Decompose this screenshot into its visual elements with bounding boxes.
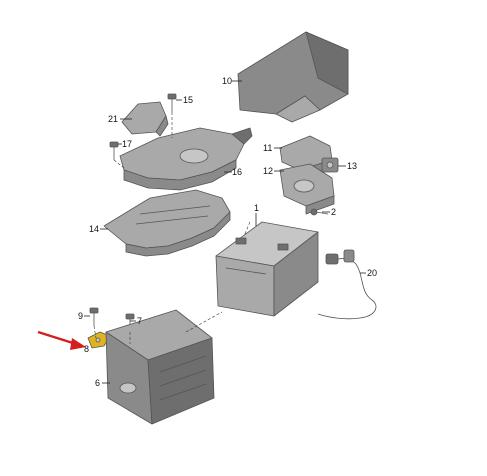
screw-2[interactable] <box>310 208 329 216</box>
assembly-lines <box>93 112 251 344</box>
small-upper-cover[interactable] <box>121 101 169 137</box>
battery-cover-sheet[interactable] <box>237 31 349 123</box>
battery-tray[interactable] <box>105 309 215 425</box>
callout-12: 12 <box>263 166 273 176</box>
callout-8: 8 <box>84 344 89 354</box>
highlight-arrow <box>37 330 86 350</box>
upper-bracket-cover[interactable] <box>119 127 253 191</box>
callout-11: 11 <box>263 143 272 153</box>
callout-21: 21 <box>108 114 118 124</box>
callout-17: 17 <box>122 139 132 149</box>
battery[interactable] <box>215 221 319 317</box>
bolt-15[interactable] <box>167 93 177 112</box>
connector-13[interactable] <box>321 157 339 173</box>
callout-1: 1 <box>254 203 259 213</box>
callout-6: 6 <box>95 378 100 388</box>
callout-10: 10 <box>222 76 232 86</box>
leader-lines <box>84 80 366 384</box>
cable-harness[interactable] <box>317 249 377 320</box>
bolt-9[interactable] <box>89 307 99 326</box>
callout-14: 14 <box>89 224 99 234</box>
callout-labels: 10 15 21 17 11 13 16 12 2 1 14 20 9 7 8 … <box>78 76 377 388</box>
heat-shield-tray[interactable] <box>103 189 231 257</box>
callout-7: 7 <box>137 316 142 326</box>
bolt-17[interactable] <box>109 141 119 160</box>
callout-2: 2 <box>331 207 336 217</box>
callout-20: 20 <box>367 268 377 278</box>
callout-15: 15 <box>183 95 193 105</box>
callout-16: 16 <box>232 167 242 177</box>
callout-9: 9 <box>78 311 83 321</box>
callout-13: 13 <box>347 161 357 171</box>
